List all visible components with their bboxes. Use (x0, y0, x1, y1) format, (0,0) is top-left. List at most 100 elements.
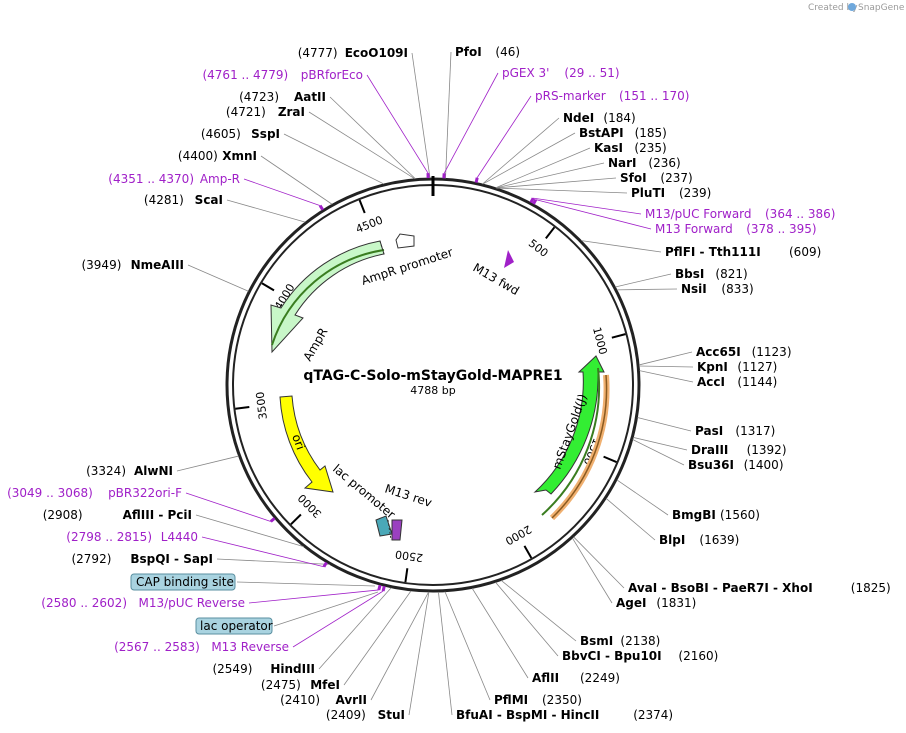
primer-mark-7 (322, 561, 328, 568)
site-left-6: NmeAIII (131, 258, 184, 272)
lac-operator-label: lac operator (200, 619, 273, 633)
primer-leader-9 (292, 590, 384, 648)
leader-left-12 (370, 591, 430, 701)
leader-right-5 (496, 177, 617, 189)
primer-range-6: (3049 .. 3068) (7, 486, 93, 500)
tick-3500 (235, 406, 250, 410)
leader-right-10 (638, 351, 693, 366)
site-left-pos-8: (2908) (43, 508, 83, 522)
label-leader-lines (176, 51, 694, 716)
cap-binding-leader (236, 581, 376, 587)
site-left-1: AatII (294, 90, 326, 104)
primer-leader-2 (476, 95, 532, 178)
site-right-pos-9: (833) (721, 282, 753, 296)
leader-right-19 (572, 537, 613, 604)
site-right-8: BbsI (675, 267, 704, 281)
primer-leader-3 (243, 178, 321, 206)
site-left-8: AflIII - PciI (123, 508, 192, 522)
site-left-7: AlwNI (134, 464, 173, 478)
ampr-promoter-arrow (395, 233, 415, 249)
site-right-pos-18: (1825) (851, 581, 891, 595)
tick-1000 (611, 333, 626, 339)
primer-leader-1 (443, 72, 499, 174)
ori-label: ori (289, 432, 307, 451)
site-right-11: KpnI (697, 360, 728, 374)
leader-right-0 (445, 51, 452, 179)
lac-operator-leader (273, 591, 379, 627)
site-left-0: EcoO109I (345, 46, 408, 60)
primer-range-4: (364 .. 386) (765, 207, 835, 221)
leader-right-4 (495, 162, 605, 189)
site-left-3: SspI (251, 127, 280, 141)
leader-left-2 (308, 111, 416, 180)
site-left-13: StuI (378, 708, 405, 722)
site-left-pos-11: (2475) (261, 678, 301, 692)
site-left-pos-4: (4400) (178, 149, 218, 163)
site-left-pos-13: (2409) (326, 708, 366, 722)
site-right-pos-11: (1127) (737, 360, 777, 374)
site-right-pos-20: (2138) (620, 634, 660, 648)
site-right-18: AvaI - BsoBI - PaeR7I - XhoI (628, 581, 813, 595)
primer-range-1: (29 .. 51) (564, 66, 619, 80)
leader-left-8 (195, 514, 304, 548)
site-right-pos-23: (2350) (542, 693, 582, 707)
site-right-12: AccI (697, 375, 725, 389)
tick-500 (545, 226, 556, 240)
primer-range-0: (4761 .. 4779) (202, 68, 288, 82)
primer-name-7: L4440 (161, 530, 198, 544)
ori-arrow[interactable] (279, 395, 334, 493)
leader-left-9 (216, 558, 330, 565)
site-left-pos-2: (4721) (226, 105, 266, 119)
site-right-4: NarI (608, 156, 637, 170)
site-left-2: ZraI (278, 105, 305, 119)
leader-right-8 (615, 273, 672, 288)
leader-right-17 (605, 498, 656, 541)
primer-mark-5 (532, 198, 538, 205)
leader-left-5 (226, 199, 306, 223)
lac-promoter-feature (387, 519, 392, 541)
site-left-12: AvrII (335, 693, 367, 707)
primer-range-8: (2580 .. 2602) (41, 596, 127, 610)
site-right-2: BstAPI (579, 126, 624, 140)
primer-leader-8 (248, 589, 379, 604)
snapgene-logo-icon (848, 3, 856, 11)
site-right-pos-8: (821) (715, 267, 747, 281)
site-left-pos-6: (3949) (81, 258, 121, 272)
leader-right-14 (633, 437, 688, 451)
site-right-pos-4: (236) (648, 156, 680, 170)
primer-mark-8 (377, 584, 382, 591)
site-right-22: AflII (532, 671, 559, 685)
leader-left-3 (283, 133, 384, 185)
site-right-5: SfoI (620, 171, 647, 185)
primer-name-1: pGEX 3' (502, 66, 549, 80)
primer-range-2: (151 .. 170) (619, 89, 689, 103)
ampr-label: AmpR (300, 325, 330, 363)
site-right-pos-24: (2374) (633, 708, 673, 722)
site-right-20: BsmI (580, 634, 613, 648)
leader-right-24 (438, 591, 453, 716)
cap-binding-label: CAP binding site (136, 575, 234, 589)
mstaygold-arrow[interactable] (533, 355, 605, 495)
site-right-pos-15: (1400) (744, 458, 784, 472)
primer-range-3: (4351 .. 4370) (108, 172, 194, 186)
site-left-5: ScaI (195, 193, 223, 207)
site-right-pos-19: (1831) (656, 596, 696, 610)
primer-name-9: M13 Reverse (211, 640, 289, 654)
mstaygold-orange-line (551, 374, 608, 519)
leader-left-13 (408, 591, 430, 716)
primer-mark-2 (474, 177, 479, 183)
tick-2000 (523, 545, 533, 559)
tick-4000 (261, 282, 275, 292)
site-right-pos-17: (1639) (699, 533, 739, 547)
primer-name-3: Amp-R (200, 172, 240, 186)
primer-mark-4 (529, 197, 535, 204)
tick-2500 (404, 568, 409, 583)
site-right-pos-1: (184) (603, 111, 635, 125)
site-right-pos-7: (609) (789, 245, 821, 259)
site-right-pos-10: (1123) (752, 345, 792, 359)
brand-text: SnapGene (858, 3, 905, 13)
site-right-7: PflFI - Tth111I (665, 245, 761, 259)
site-right-pos-3: (235) (634, 141, 666, 155)
leader-left-6 (187, 264, 249, 292)
